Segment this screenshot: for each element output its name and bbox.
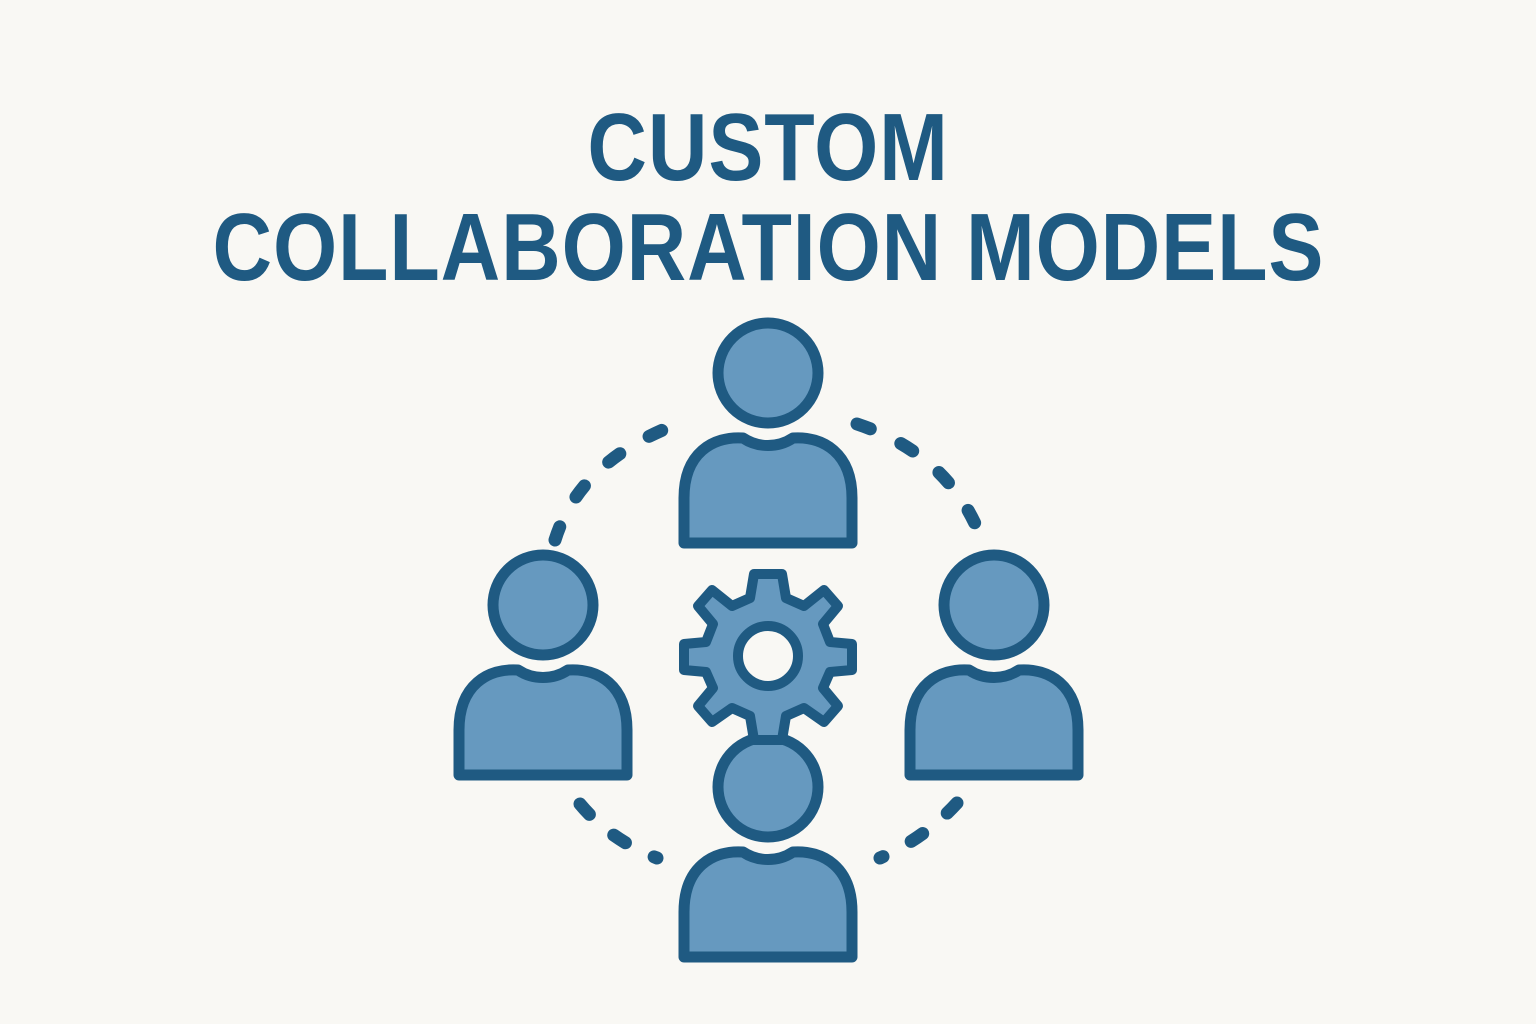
dashed-connectors [548, 416, 989, 865]
person-icon-right [910, 555, 1078, 775]
dashed-arc-top-left [548, 416, 687, 547]
dashed-arc-bottom-left [573, 797, 664, 865]
title-line-2: COLLABORATION MODELS [0, 198, 1536, 298]
gear-icon [679, 569, 857, 745]
title-text-1: CUSTOM [587, 94, 949, 201]
title-line-1: CUSTOM [0, 98, 1536, 198]
person-icon-left [459, 555, 627, 775]
person-icon-top [684, 323, 852, 543]
person-icon-bottom [684, 737, 852, 957]
dashed-arc-bottom-right [873, 796, 964, 865]
title-text-2: COLLABORATION MODELS [212, 194, 1324, 301]
dashed-arc-top-right [850, 417, 989, 547]
